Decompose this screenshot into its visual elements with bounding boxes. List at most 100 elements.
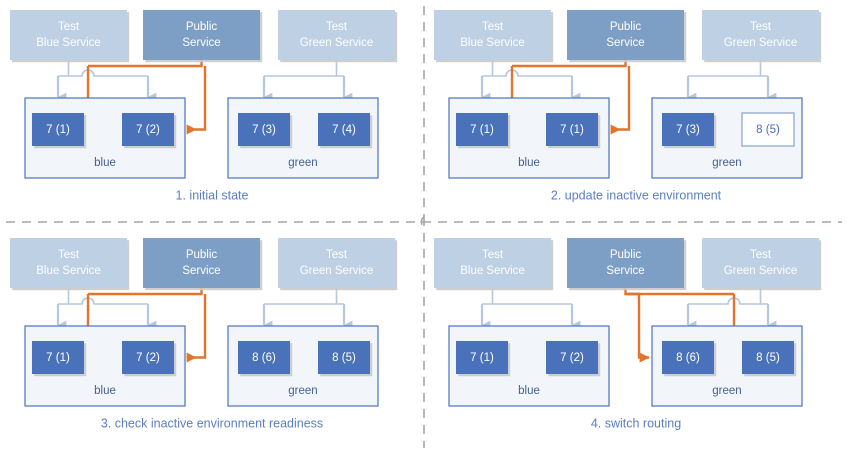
instance-box-blue-2[interactable] <box>546 113 598 146</box>
service-box-test-green[interactable] <box>702 10 819 60</box>
service-label-public-line2: Service <box>606 265 644 277</box>
instance-box-green-1[interactable] <box>238 113 290 146</box>
instance-box-blue-2[interactable] <box>546 341 598 374</box>
orange-trunk-bus <box>624 288 734 296</box>
instance-blue-2[interactable]: 7 (1) <box>546 113 598 146</box>
environment-label-blue: blue <box>94 385 116 397</box>
service-box-test-green[interactable] <box>278 238 395 288</box>
instance-blue-1[interactable]: 7 (1) <box>32 113 84 146</box>
service-box-test-blue[interactable] <box>434 10 551 60</box>
panel-caption-1: 1. initial state <box>176 188 249 202</box>
service-box-test-blue[interactable] <box>10 10 127 60</box>
instance-green-2[interactable]: 7 (4) <box>318 113 370 146</box>
environment-label-green: green <box>288 385 317 397</box>
instance-box-blue-1[interactable] <box>32 341 84 374</box>
instance-label-blue-2: 7 (1) <box>560 124 584 136</box>
orange-arrow-to-blue-instance-2 <box>186 294 207 363</box>
service-box-test-green[interactable] <box>278 10 395 60</box>
service-label-test-blue-line2: Blue Service <box>36 37 101 49</box>
instance-blue-2[interactable]: 7 (2) <box>122 341 174 374</box>
instance-box-blue-1[interactable] <box>456 341 508 374</box>
instance-blue-1[interactable]: 7 (1) <box>32 341 84 374</box>
environment-label-blue: blue <box>518 157 540 169</box>
panel-caption-4: 4. switch routing <box>591 416 681 430</box>
instance-box-blue-1[interactable] <box>456 113 508 146</box>
orange-trunk-bus <box>88 288 203 296</box>
blue-connector-bus <box>58 69 148 77</box>
service-label-public-line1: Public <box>186 249 218 261</box>
instance-box-green-2[interactable] <box>741 112 795 147</box>
panel-caption-2: 2. update inactive environment <box>551 188 722 202</box>
service-box-public[interactable] <box>143 10 260 60</box>
instance-box-blue-2[interactable] <box>122 341 174 374</box>
instance-box-blue-2[interactable] <box>122 113 174 146</box>
orange-trunk-bus <box>512 60 627 68</box>
instance-green-1[interactable]: 8 (6) <box>238 341 290 374</box>
instance-green-2[interactable]: 8 (5) <box>318 341 370 374</box>
environment-label-blue: blue <box>94 157 116 169</box>
instance-blue-2[interactable]: 7 (2) <box>546 341 598 374</box>
instance-green-2[interactable]: 8 (5) <box>742 341 794 374</box>
instance-label-blue-1: 7 (1) <box>470 124 494 136</box>
instance-label-blue-2: 7 (2) <box>136 352 160 364</box>
instance-label-green-1: 7 (3) <box>676 124 700 136</box>
instance-blue-2[interactable]: 7 (2) <box>122 113 174 146</box>
service-box-public[interactable] <box>143 238 260 288</box>
service-label-test-blue-line1: Test <box>58 21 80 33</box>
instance-box-green-2[interactable] <box>318 113 370 146</box>
service-label-public-line1: Public <box>186 21 218 33</box>
service-label-test-blue-line2: Blue Service <box>36 265 101 277</box>
instance-box-blue-1[interactable] <box>32 113 84 146</box>
instance-box-green-1[interactable] <box>662 113 714 146</box>
service-label-public-line2: Service <box>606 37 644 49</box>
instance-box-green-1[interactable] <box>238 341 290 374</box>
instance-label-green-2: 8 (5) <box>332 352 356 364</box>
instance-label-green-2: 7 (4) <box>332 124 356 136</box>
blue-connector-bus <box>58 297 148 305</box>
service-label-test-blue-line1: Test <box>482 249 504 261</box>
service-label-public-line1: Public <box>610 249 642 261</box>
instance-green-1[interactable]: 7 (3) <box>662 113 714 146</box>
instance-green-1[interactable]: 8 (6) <box>662 341 714 374</box>
service-box-public[interactable] <box>567 10 684 60</box>
instance-label-green-1: 8 (6) <box>676 352 700 364</box>
orange-trunk-bus <box>88 60 203 68</box>
instance-box-green-1[interactable] <box>662 341 714 374</box>
instance-green-1[interactable]: 7 (3) <box>238 113 290 146</box>
instance-green-2[interactable]: 8 (5) <box>741 112 795 147</box>
service-label-test-green-line1: Test <box>750 21 772 33</box>
service-box-public[interactable] <box>567 238 684 288</box>
service-label-test-green-line1: Test <box>750 249 772 261</box>
instance-label-blue-2: 7 (2) <box>560 352 584 364</box>
instance-box-green-2[interactable] <box>318 341 370 374</box>
service-box-test-blue[interactable] <box>434 238 551 288</box>
instance-label-blue-2: 7 (2) <box>136 124 160 136</box>
service-label-public-line2: Service <box>182 265 220 277</box>
environment-label-blue: blue <box>518 385 540 397</box>
panel-caption-3: 3. check inactive environment readiness <box>101 416 323 430</box>
instance-label-green-2: 8 (5) <box>756 352 780 364</box>
service-label-test-green-line2: Green Service <box>724 265 798 277</box>
service-box-test-blue[interactable] <box>10 238 127 288</box>
instance-label-blue-1: 7 (1) <box>46 124 70 136</box>
instance-blue-1[interactable]: 7 (1) <box>456 113 508 146</box>
instance-blue-1[interactable]: 7 (1) <box>456 341 508 374</box>
environment-label-green: green <box>712 385 741 397</box>
instance-box-green-2[interactable] <box>742 341 794 374</box>
service-box-test-green[interactable] <box>702 238 819 288</box>
